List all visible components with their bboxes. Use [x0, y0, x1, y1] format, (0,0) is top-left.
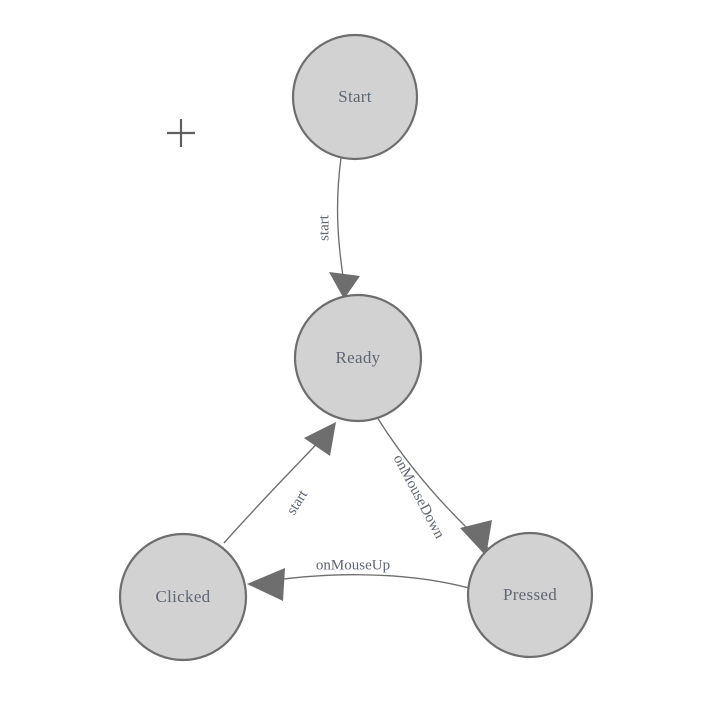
edge-label-clicked-to-ready: start — [284, 487, 312, 518]
edge-label-pressed-to-clicked: onMouseUp — [316, 557, 390, 573]
edge-label-start-to-ready: start — [316, 214, 332, 241]
edge-pressed-to-clicked[interactable] — [247, 568, 470, 601]
node-label: Start — [338, 87, 372, 106]
edge-path — [336, 157, 345, 284]
arrowhead-icon — [329, 272, 360, 299]
node-pressed[interactable]: Pressed — [466, 531, 594, 659]
edge-clicked-to-ready[interactable] — [223, 422, 336, 544]
arrowhead-icon — [460, 520, 492, 556]
node-shape — [118, 532, 248, 662]
edge-label-ready-to-pressed: onMouseDown — [390, 452, 448, 542]
node-start[interactable]: Start — [291, 33, 419, 161]
arrowhead-icon — [247, 568, 285, 601]
node-shape — [466, 531, 594, 659]
edge-start-to-ready[interactable] — [329, 157, 360, 299]
node-shape — [291, 33, 419, 161]
node-clicked[interactable]: Clicked — [118, 532, 248, 662]
node-shape — [293, 293, 423, 423]
crosshair-marker-icon — [167, 119, 195, 147]
node-label: Clicked — [156, 587, 211, 606]
node-label: Ready — [336, 348, 381, 367]
node-label: Pressed — [503, 585, 557, 604]
edge-path — [223, 431, 329, 544]
arrowhead-icon — [304, 422, 336, 456]
edge-ready-to-pressed[interactable] — [376, 416, 492, 556]
node-ready[interactable]: Ready — [293, 293, 423, 423]
